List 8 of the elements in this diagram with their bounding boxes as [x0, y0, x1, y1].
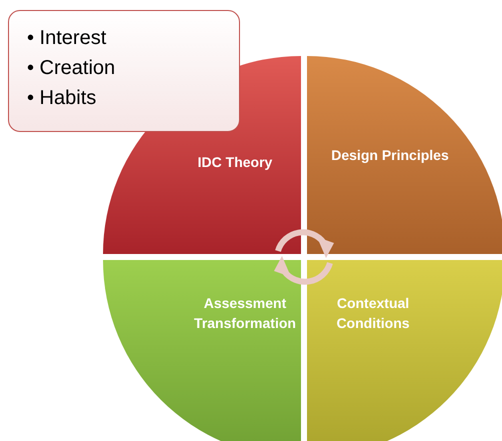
bullet-item: • Creation	[27, 56, 116, 81]
quadrant-label: Design Principles	[330, 146, 450, 165]
bullet-item: • Interest	[27, 26, 108, 51]
quadrant-label: Assessment Transformation	[193, 294, 297, 333]
quadrant-label: IDC Theory	[196, 153, 274, 172]
quadrant-label: Contextual Conditions	[335, 294, 411, 333]
callout-box	[8, 10, 240, 132]
bullet-item: • Habits	[27, 86, 98, 111]
